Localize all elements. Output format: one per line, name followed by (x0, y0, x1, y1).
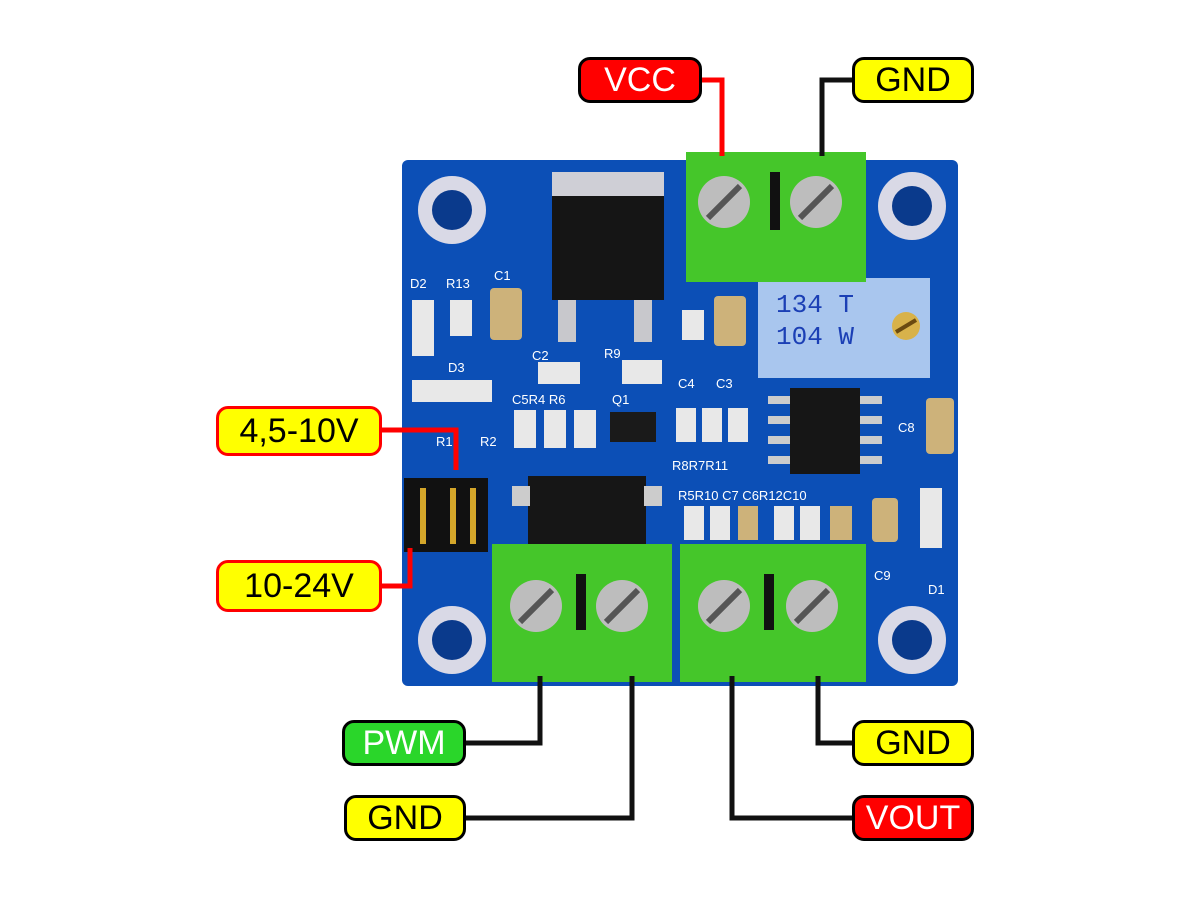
label-pwm: PWM (342, 720, 466, 766)
silk-r5r10: R5R10 C7 C6R12C10 (678, 488, 807, 503)
label-gnd-bottom-right: GND (852, 720, 974, 766)
label-vout: VOUT (852, 795, 974, 841)
silk-c9: C9 (874, 568, 891, 583)
connector-lines (380, 77, 852, 821)
silkscreen: D2 R13 C1 D3 C2 R9 C4 C3 C5R4 R6 Q1 R1 R… (410, 268, 945, 597)
terminal-block-power (686, 152, 866, 282)
silk-r2: R2 (480, 434, 497, 449)
silk-c8: C8 (898, 420, 915, 435)
wire-vout (729, 676, 852, 821)
silk-q1: Q1 (612, 392, 629, 407)
silk-c2: C2 (532, 348, 549, 363)
silk-c4: C4 (678, 376, 695, 391)
terminal-block-output (680, 544, 866, 682)
silk-c5r4r6: C5R4 R6 (512, 392, 565, 407)
wire-gnd-bottom-left (464, 676, 635, 821)
label-gnd-bottom-left: GND (344, 795, 466, 841)
optocoupler-ic (512, 476, 662, 544)
mounting-hole-top-left (418, 176, 486, 244)
opamp-ic (768, 388, 882, 474)
terminal-block-pwm (492, 544, 672, 682)
silk-c3: C3 (716, 376, 733, 391)
wire-gnd-top (819, 77, 852, 156)
jumper-header (404, 478, 488, 552)
silk-c1: C1 (494, 268, 511, 283)
transistor-q1 (610, 412, 656, 442)
label-vcc: VCC (578, 57, 702, 103)
silk-d3: D3 (448, 360, 465, 375)
wire-vcc (702, 77, 725, 156)
wire-range-low (380, 427, 459, 470)
wire-pwm (464, 676, 543, 746)
silk-r1: R1 (436, 434, 453, 449)
wire-range-high (380, 548, 413, 589)
silk-r9: R9 (604, 346, 621, 361)
label-gnd-top: GND (852, 57, 974, 103)
silk-r13: R13 (446, 276, 470, 291)
pot-marking-2: 104 W (776, 322, 854, 352)
label-range-low: 4,5-10V (216, 406, 382, 456)
pot-marking-1: 134 T (776, 290, 854, 320)
mounting-hole-bottom-left (418, 606, 486, 674)
trimmer-potentiometer (758, 278, 930, 378)
label-range-high: 10-24V (216, 560, 382, 612)
wire-gnd-bottom-right (815, 676, 852, 746)
voltage-regulator (552, 172, 664, 342)
smd-components (412, 288, 954, 548)
mounting-hole-top-right (878, 172, 946, 240)
silk-d2: D2 (410, 276, 427, 291)
silk-r8r7r11: R8R7R11 (672, 458, 728, 473)
mounting-hole-bottom-right (878, 606, 946, 674)
silk-d1: D1 (928, 582, 945, 597)
